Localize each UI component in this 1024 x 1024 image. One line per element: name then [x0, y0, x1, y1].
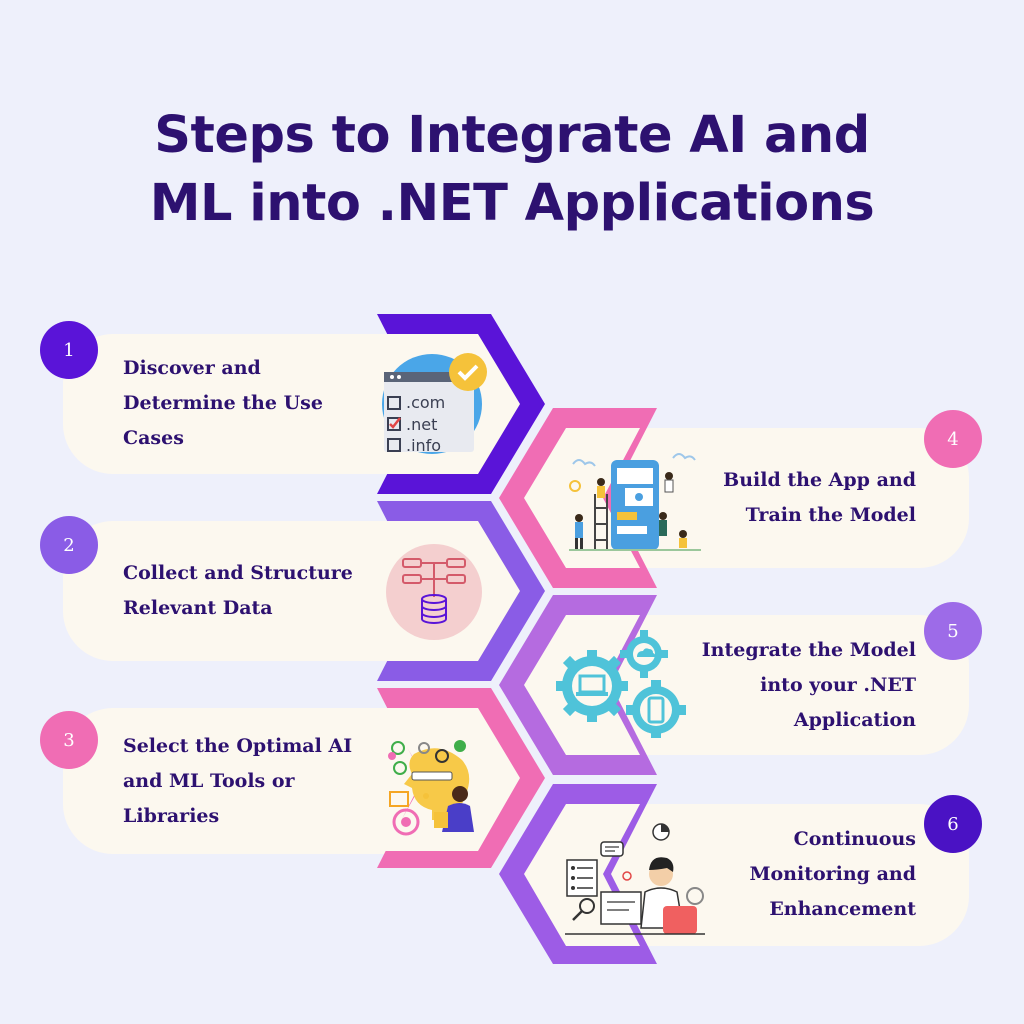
step-2-line-2: Relevant Data: [123, 597, 273, 619]
step-2-text: Collect and Structure Relevant Data: [123, 556, 353, 626]
step-5-line-2: into your .NET: [760, 674, 916, 696]
domain-net-label: .net: [406, 415, 437, 434]
step-4-badge: 4: [924, 410, 982, 468]
step-5-line-1: Integrate the Model: [701, 639, 916, 661]
ai-tools-person-icon: [388, 740, 474, 836]
step-5-badge: 5: [924, 602, 982, 660]
step-3-badge: 3: [40, 711, 98, 769]
step-1-number: 1: [63, 339, 75, 361]
domain-checklist-icon: .com .net .info: [382, 353, 487, 455]
step-1-line-1: Discover and: [123, 357, 261, 379]
step-4-number: 4: [947, 428, 959, 450]
step-3-line-2: and ML Tools or: [123, 770, 295, 792]
step-1-line-3: Cases: [123, 427, 184, 449]
step-6-number: 6: [947, 813, 959, 835]
step-4-line-2: Train the Model: [745, 504, 916, 526]
page-title: Steps to Integrate AI and ML into .NET A…: [0, 102, 1024, 238]
domain-info-label: .info: [406, 436, 441, 455]
database-structure-icon: [386, 544, 482, 640]
domain-com-label: .com: [406, 393, 445, 412]
step-6-badge: 6: [924, 795, 982, 853]
step-1-line-2: Determine the Use: [123, 392, 323, 414]
step-6-line-2: Monitoring and: [749, 863, 916, 885]
step-2-number: 2: [63, 534, 75, 556]
title-line-2: ML into .NET Applications: [149, 174, 875, 233]
title-line-1: Steps to Integrate AI and: [154, 106, 870, 165]
gears-devices-icon: [556, 630, 686, 738]
step-6-line-1: Continuous: [793, 828, 916, 850]
monitoring-person-icon: [565, 823, 705, 935]
step-6-text: Continuous Monitoring and Enhancement: [749, 822, 916, 927]
step-3-line-1: Select the Optimal AI: [123, 735, 353, 757]
step-2-line-1: Collect and Structure: [123, 562, 353, 584]
step-3-line-3: Libraries: [123, 805, 220, 827]
step-5-text: Integrate the Model into your .NET Appli…: [702, 633, 916, 738]
step-3-text: Select the Optimal AI and ML Tools or Li…: [123, 729, 352, 834]
step-1-text: Discover and Determine the Use Cases: [123, 351, 323, 456]
step-5-line-3: Application: [793, 709, 916, 731]
app-building-team-icon: [569, 453, 701, 551]
step-5-number: 5: [947, 620, 959, 642]
step-1-badge: 1: [40, 321, 98, 379]
step-3-number: 3: [63, 729, 75, 751]
step-6-line-3: Enhancement: [769, 898, 916, 920]
step-2-badge: 2: [40, 516, 98, 574]
step-4-line-1: Build the App and: [723, 469, 916, 491]
step-4-text: Build the App and Train the Model: [723, 463, 916, 533]
